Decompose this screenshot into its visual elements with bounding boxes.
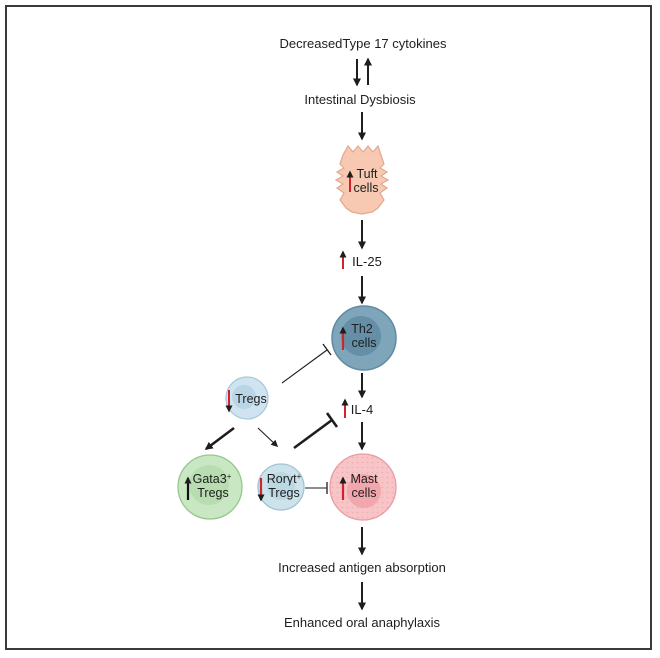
- rorgt-tregs-cell: [257, 463, 305, 511]
- antigen-label: Increased antigen absorption: [278, 560, 446, 575]
- th2-label-2: cells: [351, 336, 376, 350]
- cytokines-label: DecreasedType 17 cytokines: [280, 36, 447, 51]
- mast-label-2: cells: [351, 486, 376, 500]
- tregs-inhibit-th2-bar: [322, 343, 332, 356]
- rorgt-label-2: Tregs: [268, 486, 300, 500]
- th2-label-1: Th2: [351, 322, 373, 336]
- arrow-tregs-to-gata3: [204, 426, 235, 451]
- gata3-tregs-cell: [177, 454, 243, 520]
- dysbiosis-label: Intestinal Dysbiosis: [304, 92, 416, 107]
- il25-label: IL-25: [352, 254, 382, 269]
- diagram-frame: [5, 5, 652, 650]
- gata3-label-1: Gata3+: [193, 472, 232, 487]
- tuft-cell: [334, 144, 390, 215]
- il4-label: IL-4: [351, 402, 373, 417]
- gata3-label-2: Tregs: [197, 486, 229, 500]
- tregs-label: Tregs: [235, 392, 267, 406]
- anaphylaxis-label: Enhanced oral anaphylaxis: [284, 615, 441, 630]
- mast-cell: [329, 453, 397, 521]
- tregs-cell: [225, 376, 269, 420]
- tuft-label-1: Tuft: [356, 167, 378, 181]
- rorgt-inhibit-il4-bar: [325, 412, 339, 428]
- rorgt-inhibit-il4-line: [293, 418, 333, 450]
- rorgt-label-1: Rorγt+: [267, 472, 302, 487]
- th2-cell: [331, 305, 397, 371]
- arrow-tregs-to-rorgt: [257, 427, 279, 448]
- tuft-label-2: cells: [353, 181, 378, 195]
- tregs-inhibit-th2-line: [281, 349, 328, 384]
- mast-label-1: Mast: [350, 472, 378, 486]
